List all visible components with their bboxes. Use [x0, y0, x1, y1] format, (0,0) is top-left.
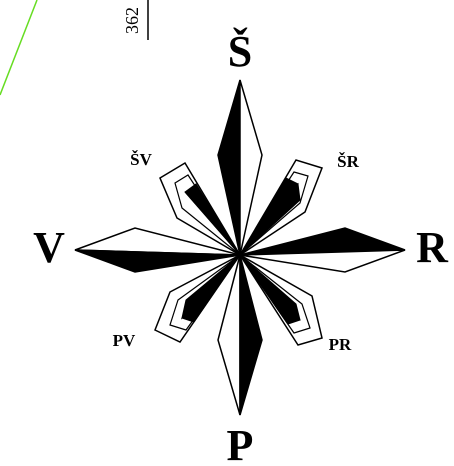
- label-east: R: [416, 223, 449, 272]
- green-guide-line: [0, 0, 37, 95]
- label-north: Š: [228, 26, 252, 76]
- label-west: V: [33, 223, 65, 272]
- label-northeast: ŠR: [337, 152, 359, 171]
- label-southwest: PV: [113, 331, 136, 350]
- label-southeast: PR: [329, 335, 352, 354]
- corner-number: 362: [122, 7, 142, 34]
- label-south: P: [227, 421, 254, 466]
- label-northwest: ŠV: [130, 150, 152, 169]
